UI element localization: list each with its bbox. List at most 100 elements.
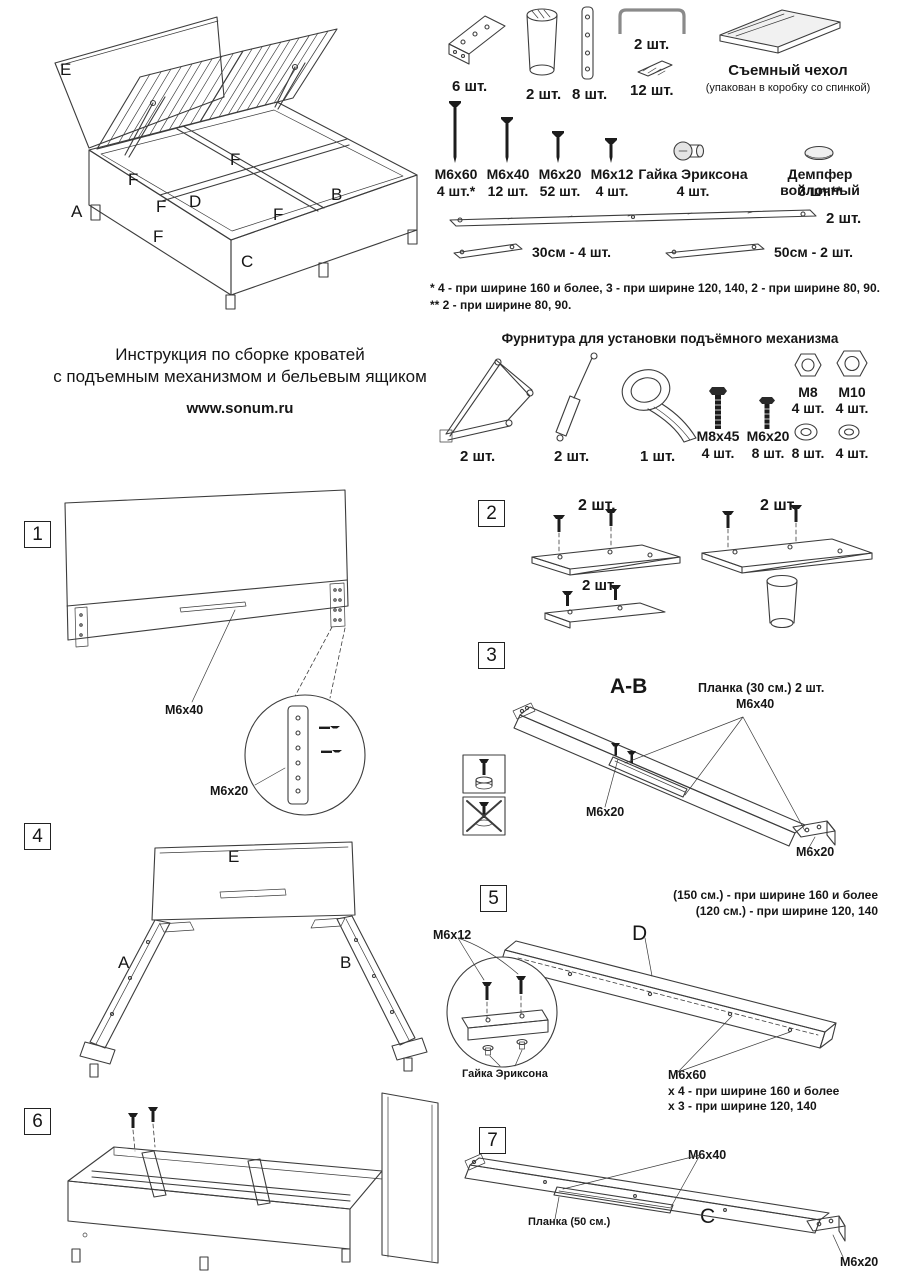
main-bed-diagram bbox=[54, 16, 418, 310]
step1-diagram bbox=[64, 489, 366, 816]
step6-box bbox=[67, 1146, 383, 1250]
doc-title-line1: Инструкция по сборке кроватей bbox=[115, 345, 365, 364]
step5-m6x60-note2: х 3 - при ширине 120, 140 bbox=[668, 1099, 817, 1113]
step3-m6x40-label: М6х40 bbox=[736, 697, 775, 711]
label-crossbar-d: D bbox=[189, 192, 202, 211]
nut-m8-icon bbox=[794, 353, 822, 377]
long-bar-qty: 2 шт. bbox=[826, 210, 862, 227]
step1-headboard-panel bbox=[64, 489, 349, 648]
screw-m6x12-qty: 4 шт. bbox=[595, 183, 629, 199]
step4-headboard bbox=[151, 841, 356, 921]
footnote-2: ** 2 - при ширине 80, 90. bbox=[430, 298, 572, 312]
step-6-number: 6 bbox=[24, 1108, 51, 1135]
washer-4-qty: 4 шт. bbox=[835, 445, 869, 461]
step7-plank bbox=[553, 1186, 674, 1214]
step-4-number: 4 bbox=[24, 823, 51, 850]
bolt-m6x20-icon bbox=[759, 397, 775, 429]
strap-qty: 1 шт. bbox=[640, 448, 676, 465]
bar-30cm-label: 30см - 4 шт. bbox=[532, 244, 612, 260]
step7-m6x20-label: М6х20 bbox=[840, 1255, 879, 1269]
screw-m6x12-label: М6х12 bbox=[590, 166, 634, 182]
step-2-number: 2 bbox=[478, 500, 505, 527]
label-compartment-f: F bbox=[156, 197, 167, 216]
bolt-m8x45-qty: 4 шт. bbox=[701, 445, 735, 461]
step5-m6x12-label: М6х12 bbox=[433, 928, 472, 942]
storage-box-drawing bbox=[88, 101, 418, 310]
step7-front-rail bbox=[464, 1153, 830, 1234]
bolt-m8x45-label: М8х45 bbox=[696, 428, 740, 444]
step5-m6x60-note1: х 4 - при ширине 160 и более bbox=[668, 1084, 840, 1098]
step5-diagram bbox=[446, 937, 837, 1073]
bolt-m8x45-icon bbox=[709, 387, 727, 429]
nut-m10-icon bbox=[836, 350, 868, 377]
screw-m6x20-label: М6х20 bbox=[538, 166, 582, 182]
screw-m6x40-icon bbox=[501, 117, 513, 163]
felt-damper-icon bbox=[804, 145, 834, 161]
step4-label-e: E bbox=[228, 847, 240, 866]
screw-m6x40-label: М6х40 bbox=[486, 166, 530, 182]
handle-icon bbox=[618, 8, 686, 34]
strut-qty: 2 шт. bbox=[554, 448, 590, 465]
step2-qty-bottom: 2 шт. bbox=[582, 577, 618, 594]
step4-label-b: B bbox=[340, 953, 352, 972]
no-power-tool-pictogram bbox=[462, 796, 506, 836]
bar-30cm-icon bbox=[453, 243, 523, 259]
label-compartment-f: F bbox=[128, 170, 139, 189]
erikson-label: Гайка Эриксона bbox=[638, 166, 748, 182]
lift-arms-drawing bbox=[124, 62, 306, 158]
mechanism-qty: 2 шт. bbox=[460, 448, 496, 465]
nut-m8-qty: 4 шт. bbox=[791, 400, 825, 416]
step3-corner-bracket bbox=[792, 820, 836, 846]
step-5-number: 5 bbox=[480, 885, 507, 912]
screw-m6x60-qty: 4 шт.* bbox=[436, 183, 476, 199]
screw-m6x20-qty: 52 шт. bbox=[539, 183, 581, 199]
damper-label: Демпфер войлочный bbox=[780, 166, 860, 198]
step2-right-bracket bbox=[701, 538, 873, 574]
step5-erikson-label: Гайка Эриксона bbox=[462, 1068, 548, 1080]
handle-qty: 2 шт. bbox=[634, 36, 670, 53]
bar-50cm-icon bbox=[665, 243, 765, 259]
step7-plank-label: Планка (50 см.) bbox=[528, 1216, 611, 1228]
step3-side-rail bbox=[512, 702, 806, 847]
label-compartment-f: F bbox=[230, 150, 241, 169]
gas-strut-icon bbox=[555, 352, 598, 442]
label-compartment-f: F bbox=[153, 227, 164, 246]
washer-8-qty: 8 шт. bbox=[791, 445, 825, 461]
erikson-qty: 4 шт. bbox=[676, 183, 710, 199]
strap-icon bbox=[621, 369, 697, 443]
label-front-c: C bbox=[241, 252, 254, 271]
step3-diagram bbox=[462, 702, 836, 852]
bracket-qty: 6 шт. bbox=[452, 78, 488, 95]
screw-m6x20-icon bbox=[552, 131, 564, 163]
step3-m6x20-mid-label: М6х20 bbox=[586, 805, 625, 819]
cover-icon bbox=[719, 9, 841, 54]
step7-m6x40-label: М6х40 bbox=[688, 1148, 727, 1162]
step3-m6x20-end-label: М6х20 bbox=[796, 845, 835, 859]
step5-callout-circle bbox=[446, 956, 558, 1068]
step1-callout-circle bbox=[244, 694, 366, 816]
step4-diagram bbox=[79, 841, 428, 1078]
label-side-a: A bbox=[71, 202, 83, 221]
erikson-nut-icon bbox=[673, 141, 705, 161]
headboard-drawing bbox=[54, 16, 225, 149]
step3-plank bbox=[608, 756, 688, 798]
label-side-b: B bbox=[331, 185, 343, 204]
step2-diagram bbox=[531, 505, 873, 629]
plate-qty: 8 шт. bbox=[572, 86, 608, 103]
step7-diagram bbox=[464, 1153, 846, 1258]
clip-qty: 12 шт. bbox=[630, 82, 674, 99]
lift-mechanism-icon bbox=[439, 358, 534, 443]
bar-50cm-label: 50см - 2 шт. bbox=[774, 244, 854, 260]
step4-right-rail bbox=[310, 915, 416, 1046]
step5-note-120: (120 см.) - при ширине 120, 140 bbox=[695, 904, 878, 918]
nut-m10-qty: 4 шт. bbox=[835, 400, 869, 416]
step-7-number: 7 bbox=[479, 1127, 506, 1154]
clip-icon bbox=[637, 60, 673, 77]
label-compartment-f: F bbox=[273, 205, 284, 224]
step1-m6x20-label: М6х20 bbox=[210, 784, 249, 798]
doc-title-line2: с подъемным механизмом и бельевым ящиком bbox=[53, 367, 427, 386]
nut-m8-label: М8 bbox=[798, 384, 818, 400]
long-slat-icon bbox=[449, 209, 817, 227]
corner-bracket-icon bbox=[448, 15, 506, 65]
